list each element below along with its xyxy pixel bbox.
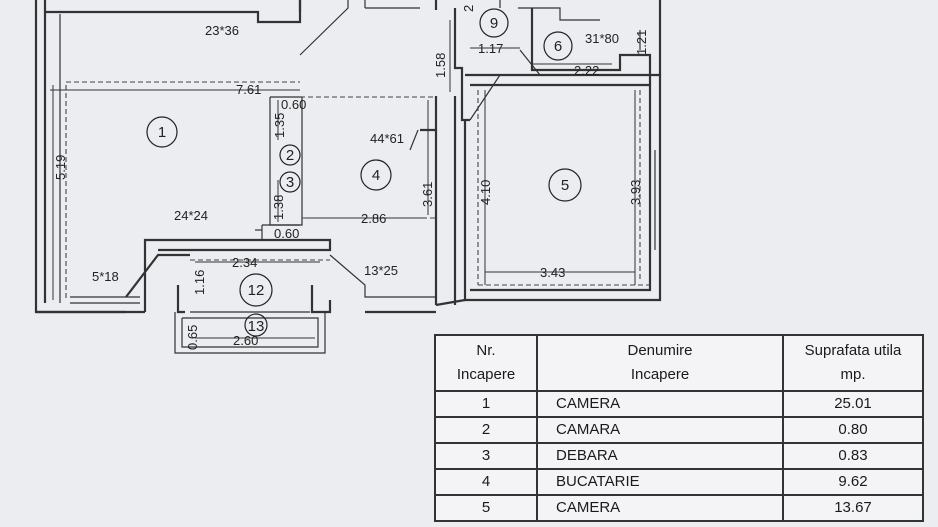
dim-label: 1.16: [192, 270, 207, 295]
cell-area: 13.67: [782, 494, 924, 522]
dim-label: 31*80: [585, 31, 619, 46]
dim-label: 4.10: [478, 180, 493, 205]
dim-label: 3.61: [420, 182, 435, 207]
dim-label: 0.60: [274, 226, 299, 241]
room-number-3: 3: [286, 174, 294, 191]
cell-nr: 4: [434, 468, 538, 496]
header-nr-line2: Incapere: [456, 366, 516, 383]
cell-name: CAMERA: [536, 390, 784, 418]
dim-label: 3.43: [540, 265, 565, 280]
room-number-13: 13: [248, 318, 265, 335]
cell-nr: 1: [434, 390, 538, 418]
room-marker-12: [239, 273, 273, 307]
room-markers: 1 2 3 4 5 6 9 12 13: [146, 8, 582, 337]
table-row: 1 CAMERA 25.01: [434, 390, 924, 418]
dim-label: 2.22: [574, 63, 599, 78]
dim-label: 13*25: [364, 263, 398, 278]
header-area-line1: Suprafata utila: [804, 342, 902, 359]
cell-nr: 2: [434, 416, 538, 444]
dim-label: 24*24: [174, 208, 208, 223]
dimension-lines: [50, 20, 636, 339]
table-row: 5 CAMERA 13.67: [434, 494, 924, 522]
table-header-row: Nr. Incapere Denumire Incapere Suprafata…: [434, 334, 924, 392]
dimension-labels: 23*36 7.61 1.58 1.17 2.22 31*80 1.21 0.6…: [53, 5, 649, 350]
cell-name: BUCATARIE: [536, 468, 784, 496]
room-area-table: Nr. Incapere Denumire Incapere Suprafata…: [434, 334, 924, 522]
dim-label: 3.93: [628, 180, 643, 205]
room-marker-2: [279, 144, 301, 166]
table-row: 2 CAMARA 0.80: [434, 416, 924, 444]
dim-label: 23*36: [205, 23, 239, 38]
header-name: Denumire Incapere: [536, 334, 784, 392]
cell-name: CAMERA: [536, 494, 784, 522]
cell-name: CAMARA: [536, 416, 784, 444]
room-marker-6: [543, 31, 573, 61]
room-marker-13: [244, 313, 268, 337]
table-row: 3 DEBARA 0.83: [434, 442, 924, 470]
dim-label: 2.86: [361, 211, 386, 226]
cell-area: 0.80: [782, 416, 924, 444]
room-number-5: 5: [561, 177, 569, 194]
cell-nr: 3: [434, 442, 538, 470]
room-number-2: 2: [286, 147, 294, 164]
room-marker-4: [360, 159, 392, 191]
header-nr-line1: Nr.: [476, 342, 496, 359]
header-area: Suprafata utila mp.: [782, 334, 924, 392]
dim-label: 0.60: [281, 97, 306, 112]
dashed-outlines: [65, 81, 650, 300]
walls: [34, 0, 662, 354]
room-marker-5: [548, 168, 582, 202]
cell-area: 25.01: [782, 390, 924, 418]
room-number-4: 4: [372, 167, 380, 184]
table-row: 4 BUCATARIE 9.62: [434, 468, 924, 496]
room-marker-9: [479, 8, 509, 38]
room-marker-1: [146, 116, 178, 148]
dim-label: 2.34: [232, 255, 257, 270]
dim-label: 1.58: [433, 53, 448, 78]
dim-label: 7.61: [236, 82, 261, 97]
dim-label: 2: [461, 5, 476, 12]
dim-label: 1.21: [634, 30, 649, 55]
room-marker-3: [279, 171, 301, 193]
room-number-1: 1: [158, 124, 166, 141]
cell-area: 0.83: [782, 442, 924, 470]
dim-label: 5*18: [92, 269, 119, 284]
room-number-6: 6: [554, 38, 562, 55]
cell-nr: 5: [434, 494, 538, 522]
dim-label: 1.17: [478, 41, 503, 56]
dim-label: 2.60: [233, 333, 258, 348]
cell-area: 9.62: [782, 468, 924, 496]
dim-label: 44*61: [370, 131, 404, 146]
header-area-line2: mp.: [840, 366, 866, 383]
header-name-line2: Incapere: [630, 366, 690, 383]
dim-label: 0.65: [185, 325, 200, 350]
dim-label: 1.35: [272, 113, 287, 138]
header-nr: Nr. Incapere: [434, 334, 538, 392]
dim-label: 5.19: [53, 155, 68, 180]
dim-label: 1.38: [271, 195, 286, 220]
room-number-9: 9: [490, 15, 498, 32]
header-name-line1: Denumire: [627, 342, 693, 359]
cell-name: DEBARA: [536, 442, 784, 470]
room-number-12: 12: [248, 282, 265, 299]
